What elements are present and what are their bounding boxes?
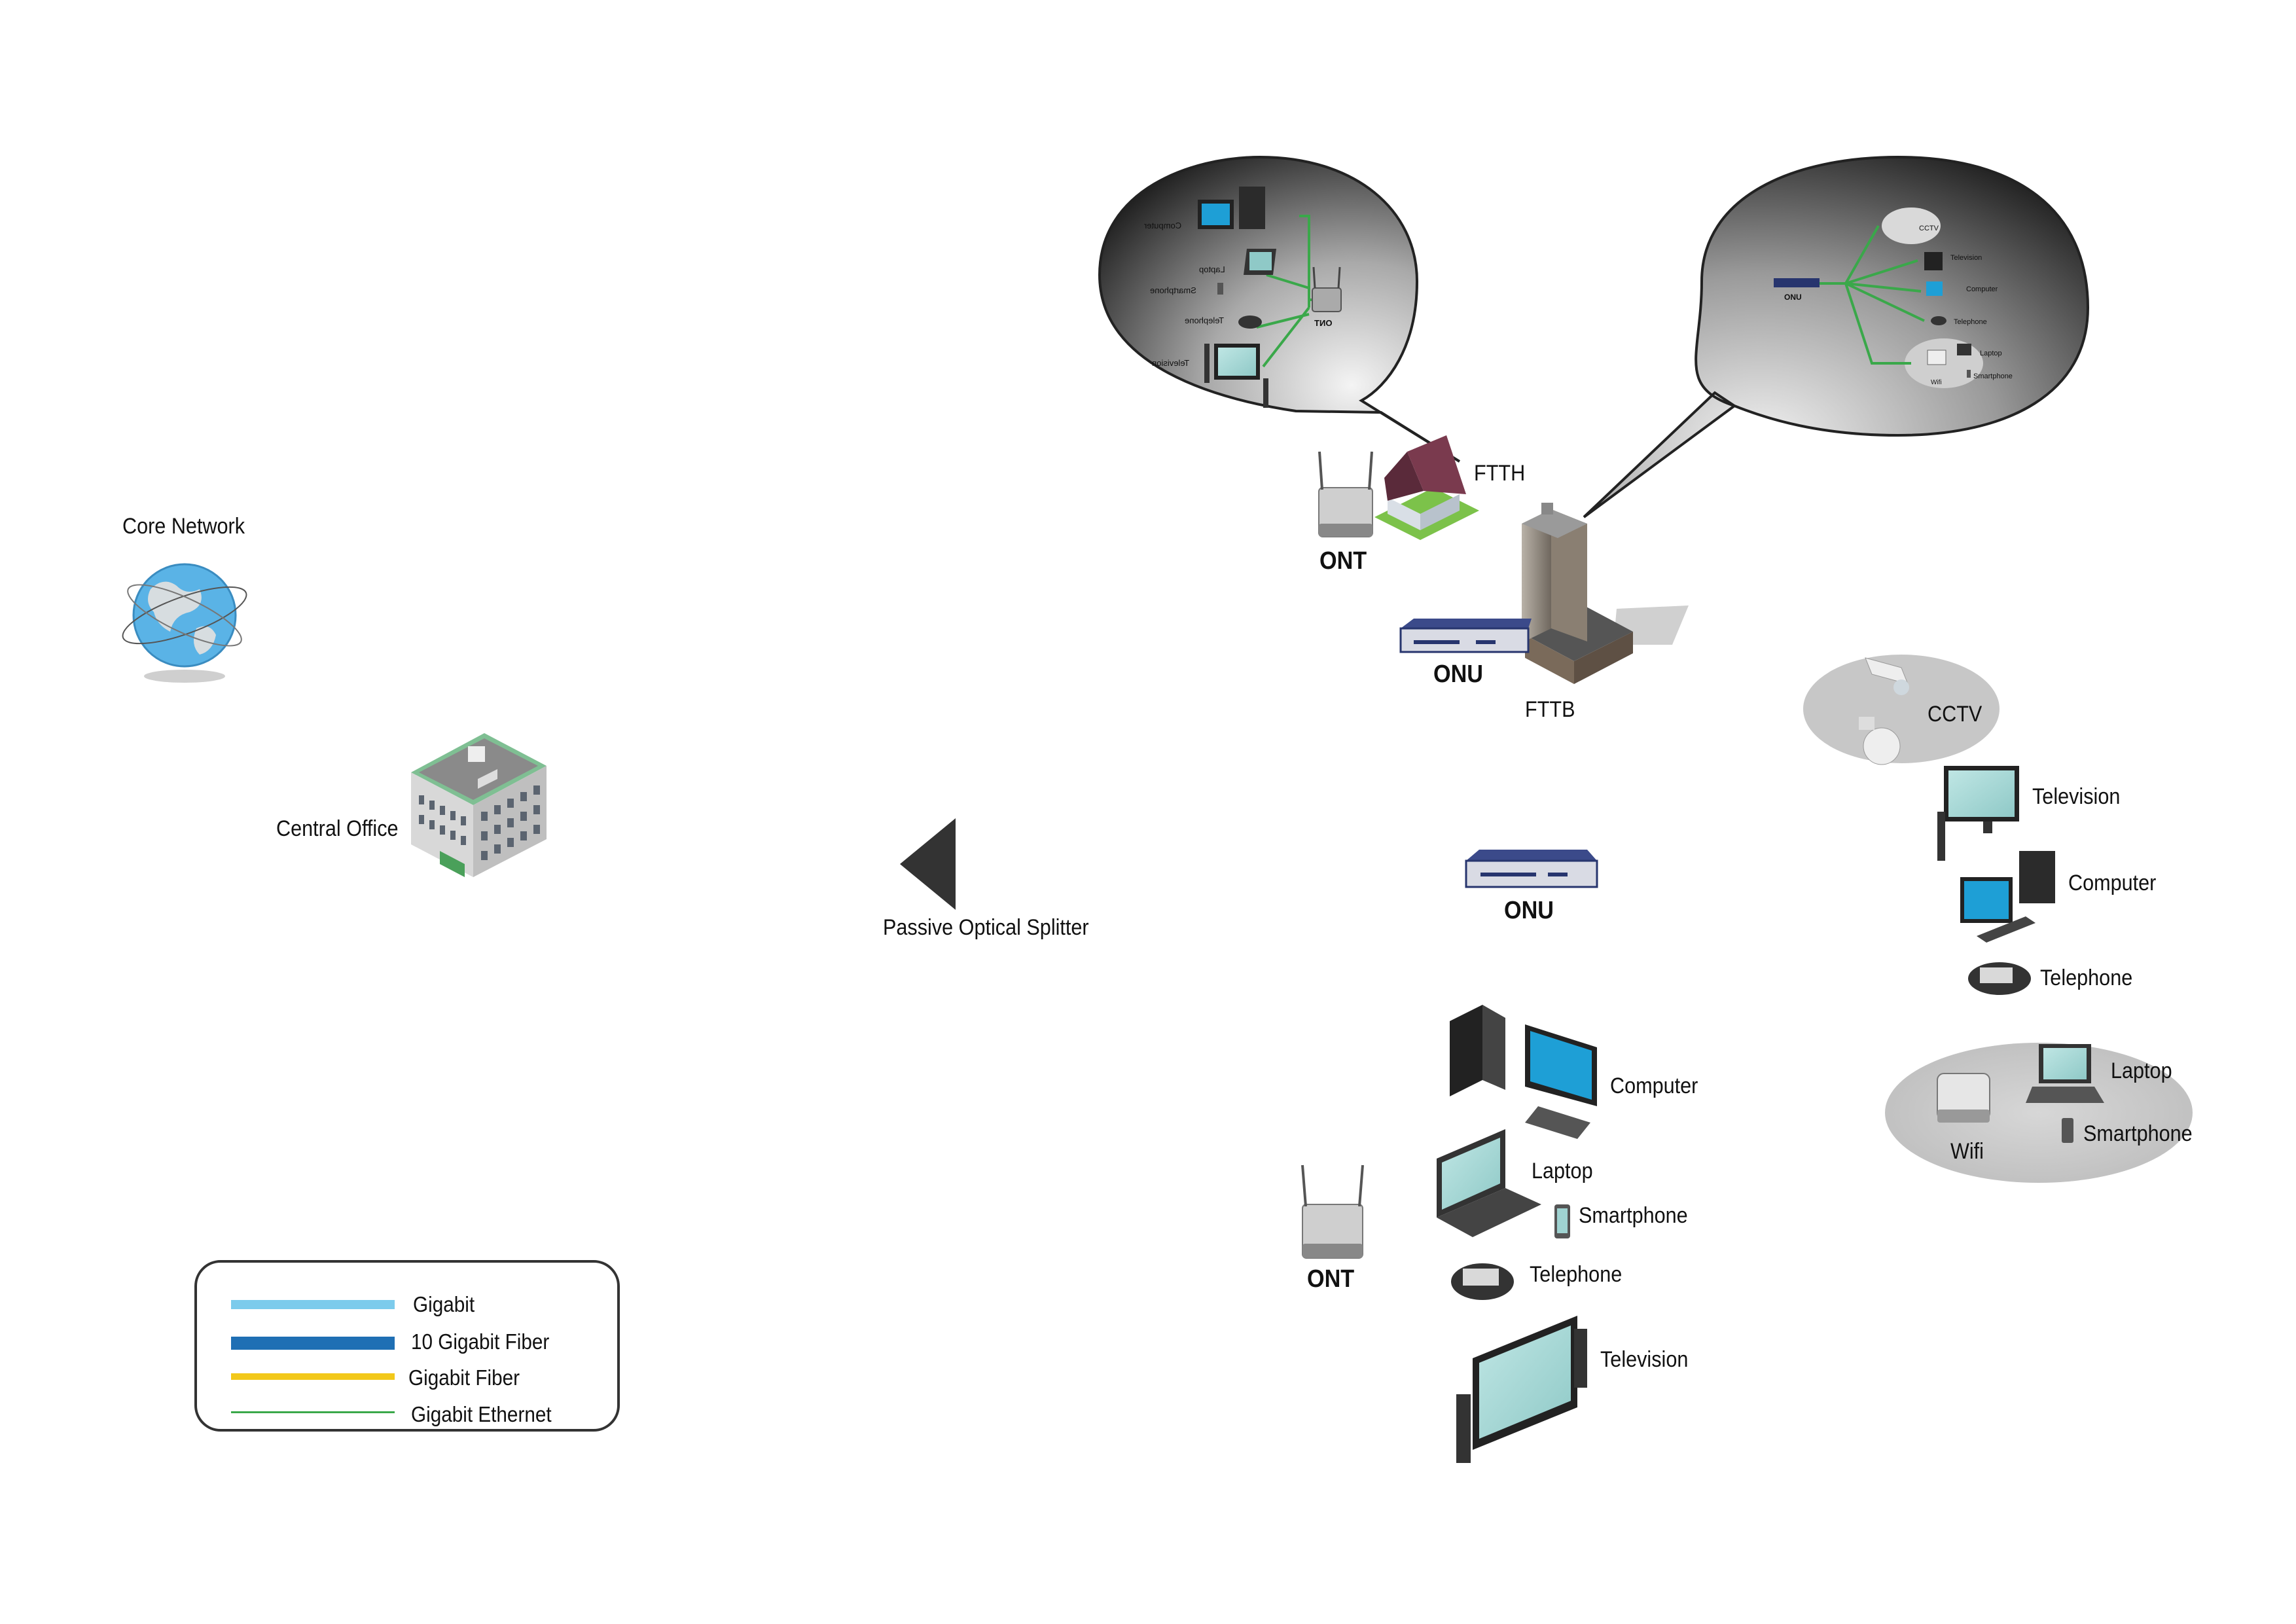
- laptop-label-bottom: Laptop: [1532, 1159, 1593, 1183]
- wifi-group-right: [1885, 1043, 2193, 1183]
- telephone-icon-bottom: [1451, 1263, 1514, 1300]
- legend-line-10-gigabit-fiber: [231, 1337, 395, 1350]
- television-label-right: Television: [2032, 784, 2121, 809]
- callout-fttb-laptop-label: Laptop: [1980, 350, 2002, 357]
- television-icon-right: [1937, 766, 2019, 861]
- smartphone-label-bottom: Smartphone: [1579, 1203, 1688, 1228]
- onu-device-icon-middle: [1465, 850, 1598, 888]
- onu-label-top: ONU: [1433, 660, 1484, 688]
- callout-fttb-onu-label: ONU: [1784, 293, 1802, 302]
- onu-label-middle: ONU: [1504, 897, 1554, 924]
- legend-label-10-gigabit-fiber: 10 Gigabit Fiber: [411, 1329, 550, 1354]
- legend-label-gigabit-ethernet: Gigabit Ethernet: [411, 1402, 552, 1426]
- computer-label-bottom: Computer: [1610, 1074, 1698, 1098]
- laptop-icon-bottom: [1437, 1129, 1541, 1237]
- ont-label-top: ONT: [1319, 547, 1367, 575]
- callout-fttb-cctv-label: CCTV: [1919, 225, 1939, 232]
- television-label-bottom: Television: [1600, 1347, 1689, 1372]
- callout-fttb-computer-label: Computer: [1966, 285, 1998, 293]
- callout-fttb-smartphone-label: Smartphone: [1973, 372, 2013, 380]
- telephone-icon-right: [1968, 962, 2031, 995]
- callout-ftth-telephone-label: Telephone: [1185, 316, 1224, 325]
- computer-icon-bottom: [1450, 1005, 1597, 1139]
- smartphone-label-right: Smartphone: [2083, 1121, 2193, 1146]
- legend-label-gigabit: Gigabit: [413, 1292, 475, 1316]
- splitter-triangle-icon: [900, 818, 956, 910]
- callout-fttb-telephone-label: Telephone: [1954, 318, 1987, 326]
- callout-ftth-ont-label: ONT: [1314, 318, 1333, 328]
- cctv-group: [1803, 655, 2000, 765]
- wifi-label-right: Wifi: [1950, 1139, 1984, 1164]
- legend-label-gigabit-fiber: Gigabit Fiber: [408, 1365, 520, 1390]
- central-office-building-icon: [411, 733, 547, 877]
- callout-ftth-computer-label: Computer: [1144, 221, 1182, 230]
- onu-device-icon-top: [1399, 619, 1532, 653]
- callout-fttb-television-label: Television: [1950, 254, 1982, 262]
- core-network-label: Core Network: [122, 514, 245, 539]
- callout-ftth-laptop-label: Laptop: [1199, 264, 1225, 274]
- television-icon-bottom: [1456, 1316, 1587, 1463]
- computer-label-right: Computer: [2068, 871, 2157, 895]
- globe-icon: [122, 563, 247, 683]
- ont-label-bottom: ONT: [1307, 1265, 1355, 1293]
- callout-ftth-smartphone-label: Smartphone: [1150, 285, 1196, 295]
- legend: Gigabit 10 Gigabit Fiber Gigabit Fiber G…: [194, 1260, 620, 1432]
- legend-line-gigabit-fiber: [231, 1373, 395, 1380]
- house-icon: [1374, 435, 1479, 540]
- ftth-callout-bubble: [1098, 155, 1461, 463]
- computer-icon-right: [1960, 851, 2055, 943]
- cctv-label: CCTV: [1928, 702, 1982, 727]
- ont-device-icon-bottom: [1301, 1164, 1364, 1259]
- telephone-label-right: Telephone: [2040, 965, 2133, 990]
- fttb-callout-bubble: [1583, 155, 2090, 518]
- ftth-label: FTTH: [1474, 461, 1526, 486]
- laptop-label-right: Laptop: [2111, 1058, 2172, 1083]
- smartphone-icon-bottom: [1554, 1204, 1570, 1238]
- callout-ftth-television-label: Television: [1152, 358, 1190, 368]
- legend-line-gigabit-ethernet: [231, 1411, 395, 1413]
- central-office-label: Central Office: [276, 816, 399, 841]
- splitter-label: Passive Optical Splitter: [883, 915, 1089, 940]
- telephone-label-bottom: Telephone: [1530, 1262, 1623, 1287]
- fttb-label: FTTB: [1525, 697, 1575, 722]
- legend-line-gigabit: [231, 1300, 395, 1309]
- tower-building-icon: [1522, 503, 1689, 684]
- ont-device-icon-top: [1318, 451, 1373, 537]
- callout-fttb-wifi-label: Wifi: [1931, 379, 1942, 386]
